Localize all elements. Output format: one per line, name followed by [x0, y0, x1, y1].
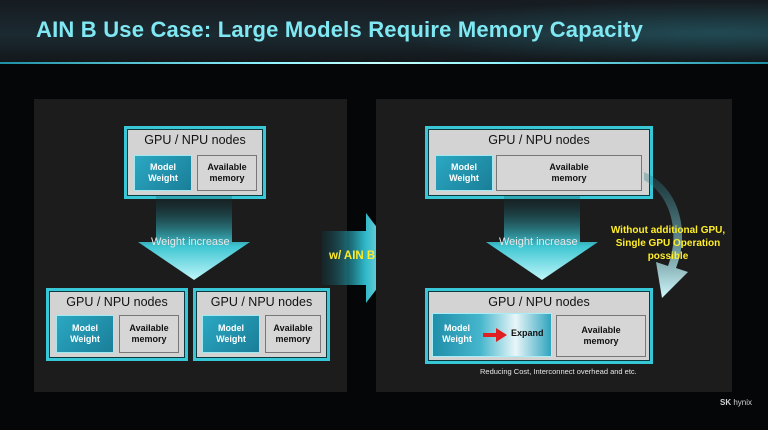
note-line: possible: [647, 251, 689, 262]
model-weight-block: Model Weight: [202, 315, 260, 353]
right-down-arrow: [486, 196, 598, 280]
left-top-node: GPU / NPU nodes Model Weight Available m…: [124, 126, 266, 199]
left-bottom-node-1: GPU / NPU nodes Model Weight Available m…: [46, 288, 188, 361]
node-label: GPU / NPU nodes: [488, 133, 590, 147]
slide-header: AIN B Use Case: Large Models Require Mem…: [0, 0, 768, 64]
available-memory-block: Available memory: [197, 155, 257, 191]
note-line: Without additional GPU,: [610, 225, 726, 236]
left-bottom-node-2: GPU / NPU nodes Model Weight Available m…: [193, 288, 330, 361]
right-top-node: GPU / NPU nodes Model Weight Available m…: [425, 126, 653, 199]
footnote: Reducing Cost, Interconnect overhead and…: [480, 367, 637, 376]
left-down-arrow: [138, 196, 250, 280]
expand-label: Expand: [511, 328, 544, 338]
available-memory-block: Available memory: [265, 315, 321, 353]
model-weight-block: Model Weight: [134, 155, 192, 191]
available-memory-block: Available memory: [119, 315, 179, 353]
node-label: GPU / NPU nodes: [488, 295, 590, 309]
available-memory-block: Available memory: [556, 315, 646, 357]
right-weight-increase-label: Weight increase: [499, 236, 578, 248]
model-weight-block: Model Weight: [435, 155, 493, 191]
node-label: GPU / NPU nodes: [66, 295, 168, 309]
model-weight-text: Model Weight: [442, 323, 472, 344]
model-weight-block: Model Weight: [56, 315, 114, 353]
expand-arrow-icon: [483, 328, 507, 342]
header-glow: [378, 0, 768, 64]
note-line: Single GPU Operation: [615, 238, 721, 249]
available-memory-block: Available memory: [496, 155, 642, 191]
left-weight-increase-label: Weight increase: [151, 236, 230, 248]
node-label: GPU / NPU nodes: [210, 295, 313, 309]
sk-hynix-logo: SK hynix: [720, 398, 753, 407]
slide-title: AIN B Use Case: Large Models Require Mem…: [36, 17, 644, 42]
model-weight-expand-block: Model Weight Expand: [432, 313, 552, 357]
ain-b-label: w/ AIN B: [329, 250, 376, 262]
single-gpu-note: Without additional GPU, Single GPU Opera…: [598, 224, 738, 263]
node-label: GPU / NPU nodes: [144, 133, 246, 147]
curved-arrow: [644, 172, 688, 298]
